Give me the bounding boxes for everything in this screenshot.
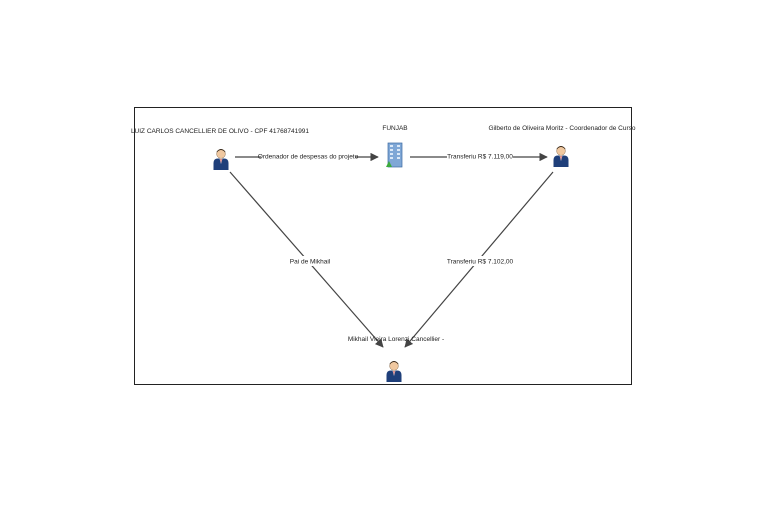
person-icon xyxy=(553,145,569,168)
edge-label-funjab-gilberto: Transferiu R$ 7.119,00 xyxy=(447,154,513,161)
node-label-luiz: LUIZ CARLOS CANCELLIER DE OLIVO - CPF 41… xyxy=(131,128,309,135)
node-gilberto: Gilberto de Oliveira Moritz - Coordenado… xyxy=(488,125,636,168)
edge-label-luiz-mikhail: Pai de Mikhail xyxy=(290,259,331,266)
person-icon xyxy=(213,148,229,171)
building-icon xyxy=(385,142,403,168)
node-luiz: LUIZ CARLOS CANCELLIER DE OLIVO - CPF 41… xyxy=(131,128,309,171)
edge-label-gilberto-mikhail: Transferiu R$ 7.102,00 xyxy=(447,259,514,266)
node-label-gilberto: Gilberto de Oliveira Moritz - Coordenado… xyxy=(488,125,635,132)
node-funjab: FUNJAB xyxy=(382,125,408,168)
node-label-mikhail: Mikhail Vieira Lorenzi Cancellier - xyxy=(348,336,444,343)
node-label-funjab: FUNJAB xyxy=(382,125,407,132)
edge-label-luiz-funjab: Ordenador de despesas do projeto xyxy=(258,154,359,161)
person-icon xyxy=(386,360,402,383)
node-mikhail: Mikhail Vieira Lorenzi Cancellier - xyxy=(348,336,444,383)
